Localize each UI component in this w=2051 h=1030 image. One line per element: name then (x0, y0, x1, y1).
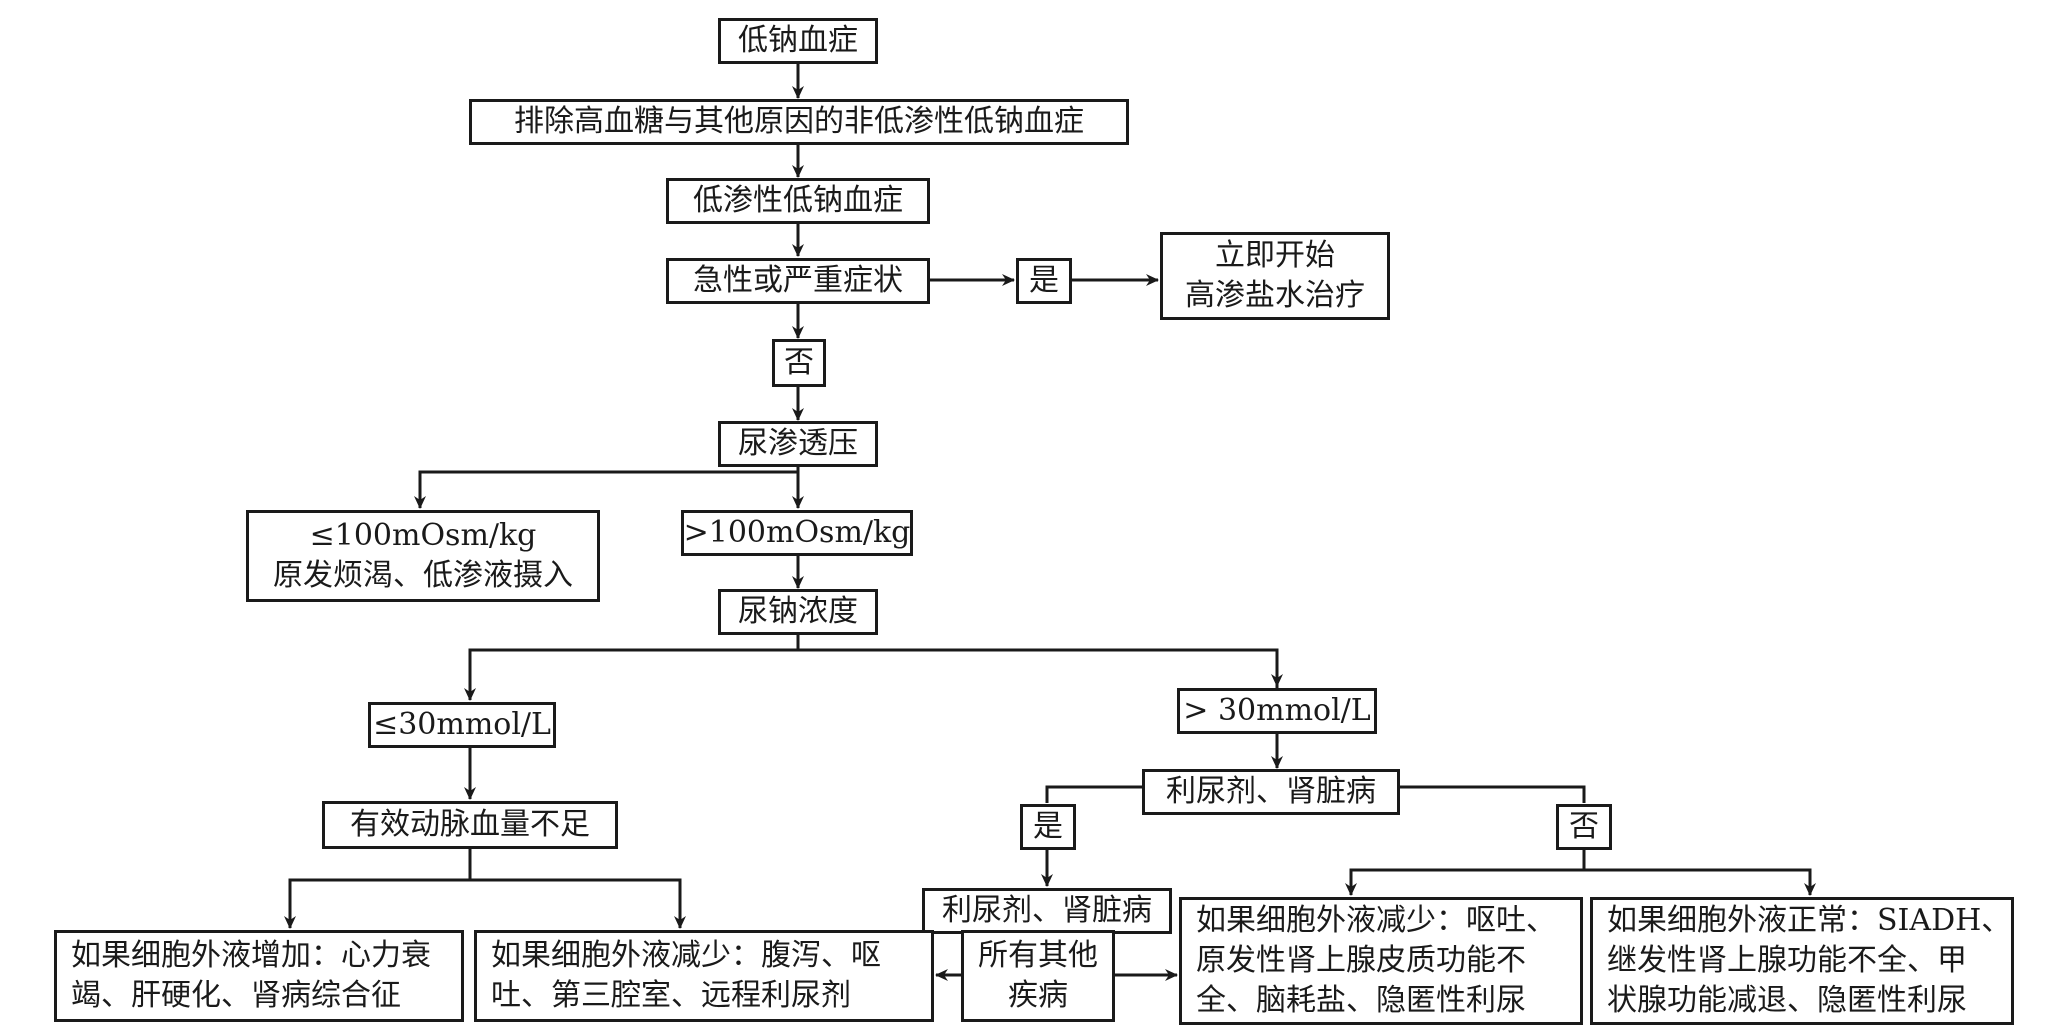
node-ecf-decreased-b-line3: 全、脑耗盐、隐匿性利尿 (1196, 983, 1526, 1018)
branch-diuretic-no (1400, 785, 1586, 803)
node-yes-2-text: 是 (1033, 809, 1063, 844)
branch-urine-osm (418, 470, 800, 476)
node-immediate-treatment-line2: 高渗盐水治疗 (1185, 278, 1365, 313)
node-diuretic-kidney-result: 利尿剂、肾脏病 (922, 888, 1172, 934)
node-urine-osmolality-text: 尿渗透压 (738, 426, 858, 461)
node-high-osm-text: >100mOsm/kg (683, 515, 911, 550)
node-ecf-increased-line2: 竭、肝硬化、肾病综合征 (71, 978, 401, 1013)
branch-volume (288, 878, 682, 910)
node-high-na: > 30mmol/L (1177, 688, 1377, 734)
node-effective-arterial-volume-text: 有效动脉血量不足 (350, 807, 590, 842)
node-yes-1: 是 (1016, 258, 1072, 304)
node-ecf-normal-line2: 继发性肾上腺功能不全、甲 (1607, 943, 1967, 978)
node-no-1: 否 (772, 339, 826, 387)
node-yes-1-text: 是 (1029, 263, 1059, 298)
node-exclude-non-hypotonic: 排除高血糖与其他原因的非低渗性低钠血症 (469, 99, 1129, 145)
node-ecf-decreased-b-line1: 如果细胞外液减少：呕吐、 (1196, 903, 1556, 938)
node-urine-osmolality: 尿渗透压 (718, 421, 878, 467)
node-diuretic-kidney-result-text: 利尿剂、肾脏病 (942, 893, 1152, 928)
node-ecf-normal-line3: 状腺功能减退、隐匿性利尿 (1607, 983, 1967, 1018)
node-urine-sodium: 尿钠浓度 (718, 589, 878, 635)
node-hyponatremia-text: 低钠血症 (738, 23, 858, 58)
node-no-2: 否 (1556, 804, 1612, 850)
node-ecf-decreased-a-line2: 吐、第三腔室、远程利尿剂 (491, 978, 851, 1013)
node-urine-sodium-text: 尿钠浓度 (738, 594, 858, 629)
node-ecf-increased-line1: 如果细胞外液增加：心力衰 (71, 938, 431, 973)
node-hypotonic-hyponatremia: 低渗性低钠血症 (666, 178, 930, 224)
node-low-na: ≤30mmol/L (368, 702, 556, 748)
node-exclude-non-hypotonic-text: 排除高血糖与其他原因的非低渗性低钠血症 (514, 104, 1084, 139)
node-low-osm-line2: 原发烦渴、低渗液摄入 (273, 558, 573, 593)
node-all-other-diseases: 所有其他 疾病 (961, 930, 1115, 1022)
branch-urine-na (468, 648, 1279, 690)
node-effective-arterial-volume: 有效动脉血量不足 (322, 801, 618, 849)
node-hyponatremia: 低钠血症 (718, 18, 878, 64)
node-hypotonic-hyponatremia-text: 低渗性低钠血症 (693, 183, 903, 218)
node-ecf-decreased-b: 如果细胞外液减少：呕吐、 原发性肾上腺皮质功能不 全、脑耗盐、隐匿性利尿 (1179, 897, 1583, 1025)
node-high-osm: >100mOsm/kg (681, 510, 913, 556)
node-ecf-increased: 如果细胞外液增加：心力衰 竭、肝硬化、肾病综合征 (54, 930, 464, 1022)
branch-no2 (1349, 868, 1812, 890)
node-ecf-decreased-b-line2: 原发性肾上腺皮质功能不 (1196, 943, 1526, 978)
node-immediate-treatment-line1: 立即开始 (1215, 238, 1335, 273)
node-ecf-decreased-a: 如果细胞外液减少：腹泻、呕 吐、第三腔室、远程利尿剂 (474, 930, 934, 1022)
node-high-na-text: > 30mmol/L (1183, 693, 1371, 728)
node-ecf-decreased-a-line1: 如果细胞外液减少：腹泻、呕 (491, 938, 881, 973)
node-low-osm: ≤100mOsm/kg 原发烦渴、低渗液摄入 (246, 510, 600, 602)
node-diuretic-kidney: 利尿剂、肾脏病 (1142, 769, 1400, 815)
node-ecf-normal: 如果细胞外液正常：SIADH、 继发性肾上腺功能不全、甲 状腺功能减退、隐匿性利… (1590, 897, 2014, 1025)
node-ecf-normal-line1: 如果细胞外液正常：SIADH、 (1607, 903, 2012, 938)
node-all-other-diseases-line2: 疾病 (1008, 978, 1068, 1013)
node-acute-severe-symptoms-text: 急性或严重症状 (693, 263, 903, 298)
node-immediate-treatment: 立即开始 高渗盐水治疗 (1160, 232, 1390, 320)
node-acute-severe-symptoms: 急性或严重症状 (666, 258, 930, 304)
node-low-osm-line1: ≤100mOsm/kg (309, 518, 537, 553)
node-no-2-text: 否 (1569, 809, 1599, 844)
branch-diuretic-yes (1045, 785, 1142, 803)
node-no-1-text: 否 (784, 345, 814, 380)
node-low-na-text: ≤30mmol/L (373, 707, 551, 742)
node-yes-2: 是 (1020, 804, 1076, 850)
node-all-other-diseases-line1: 所有其他 (978, 938, 1098, 973)
node-diuretic-kidney-text: 利尿剂、肾脏病 (1166, 774, 1376, 809)
